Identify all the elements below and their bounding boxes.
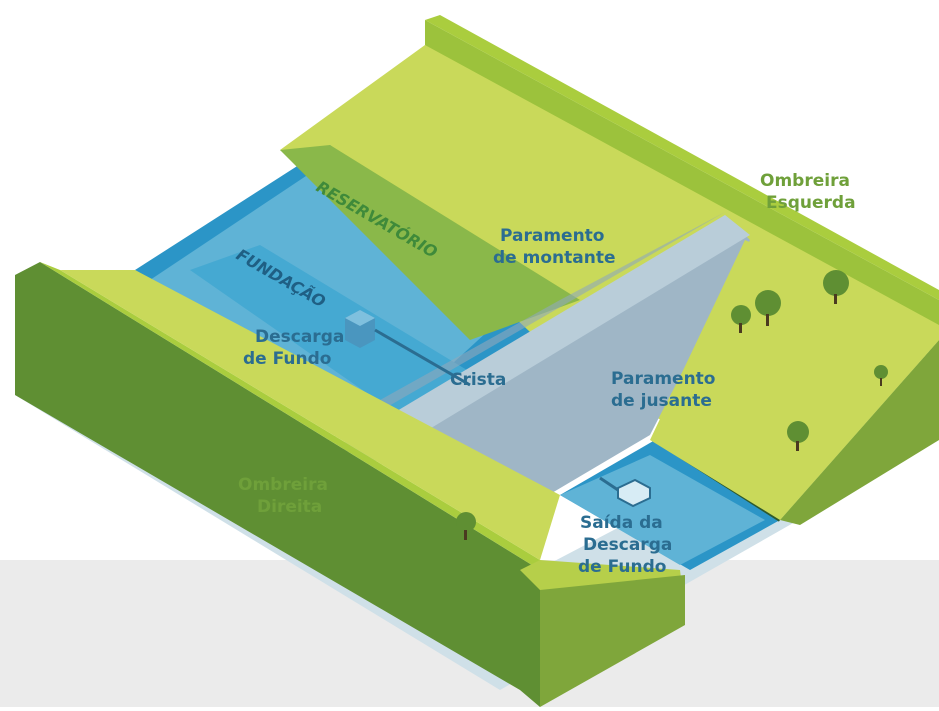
label-descarga-fundo-1: Descarga <box>255 327 344 347</box>
right-abutment-front <box>15 262 540 707</box>
tree-icon <box>456 512 476 540</box>
left-abutment-ridge <box>425 15 939 300</box>
label-paramento-jusante-2: de jusante <box>611 391 712 411</box>
reservoir-shelf <box>280 145 580 340</box>
right-abutment-slope <box>60 270 560 560</box>
label-paramento-montante-2: de montante <box>493 248 615 268</box>
right-abutment-edge <box>40 262 540 570</box>
label-saida-descarga-3: de Fundo <box>578 557 666 577</box>
label-ombreira-direita-1: Ombreira <box>238 475 328 495</box>
dam-upstream-face <box>330 212 725 440</box>
bottom-outlet-exit <box>599 476 651 508</box>
right-abutment-side <box>540 575 685 707</box>
label-saida-descarga-2: Descarga <box>583 535 672 555</box>
tree-icon <box>787 421 809 451</box>
dam-crest <box>340 215 750 465</box>
label-descarga-fundo-2: de Fundo <box>243 349 331 369</box>
label-ombreira-esquerda-2: Esquerda <box>766 193 856 213</box>
label-saida-descarga-1: Saída da <box>580 513 663 533</box>
tree-icon <box>731 305 751 333</box>
tree-icon <box>823 270 849 304</box>
label-ombreira-esquerda-1: Ombreira <box>760 171 850 191</box>
label-paramento-jusante-1: Paramento <box>611 369 715 389</box>
left-abutment-downstream-slope <box>650 240 939 520</box>
downstream-channel <box>560 455 765 565</box>
label-paramento-montante-1: Paramento <box>500 226 604 246</box>
bottom-outlet-intake <box>345 310 471 387</box>
left-abutment-side <box>780 340 939 525</box>
tree-icon <box>755 290 781 326</box>
label-ombreira-direita-2: Direita <box>257 497 322 517</box>
left-abutment-top-edge <box>425 20 939 330</box>
tree-icon <box>874 365 888 386</box>
label-crista: Crista <box>450 370 506 390</box>
